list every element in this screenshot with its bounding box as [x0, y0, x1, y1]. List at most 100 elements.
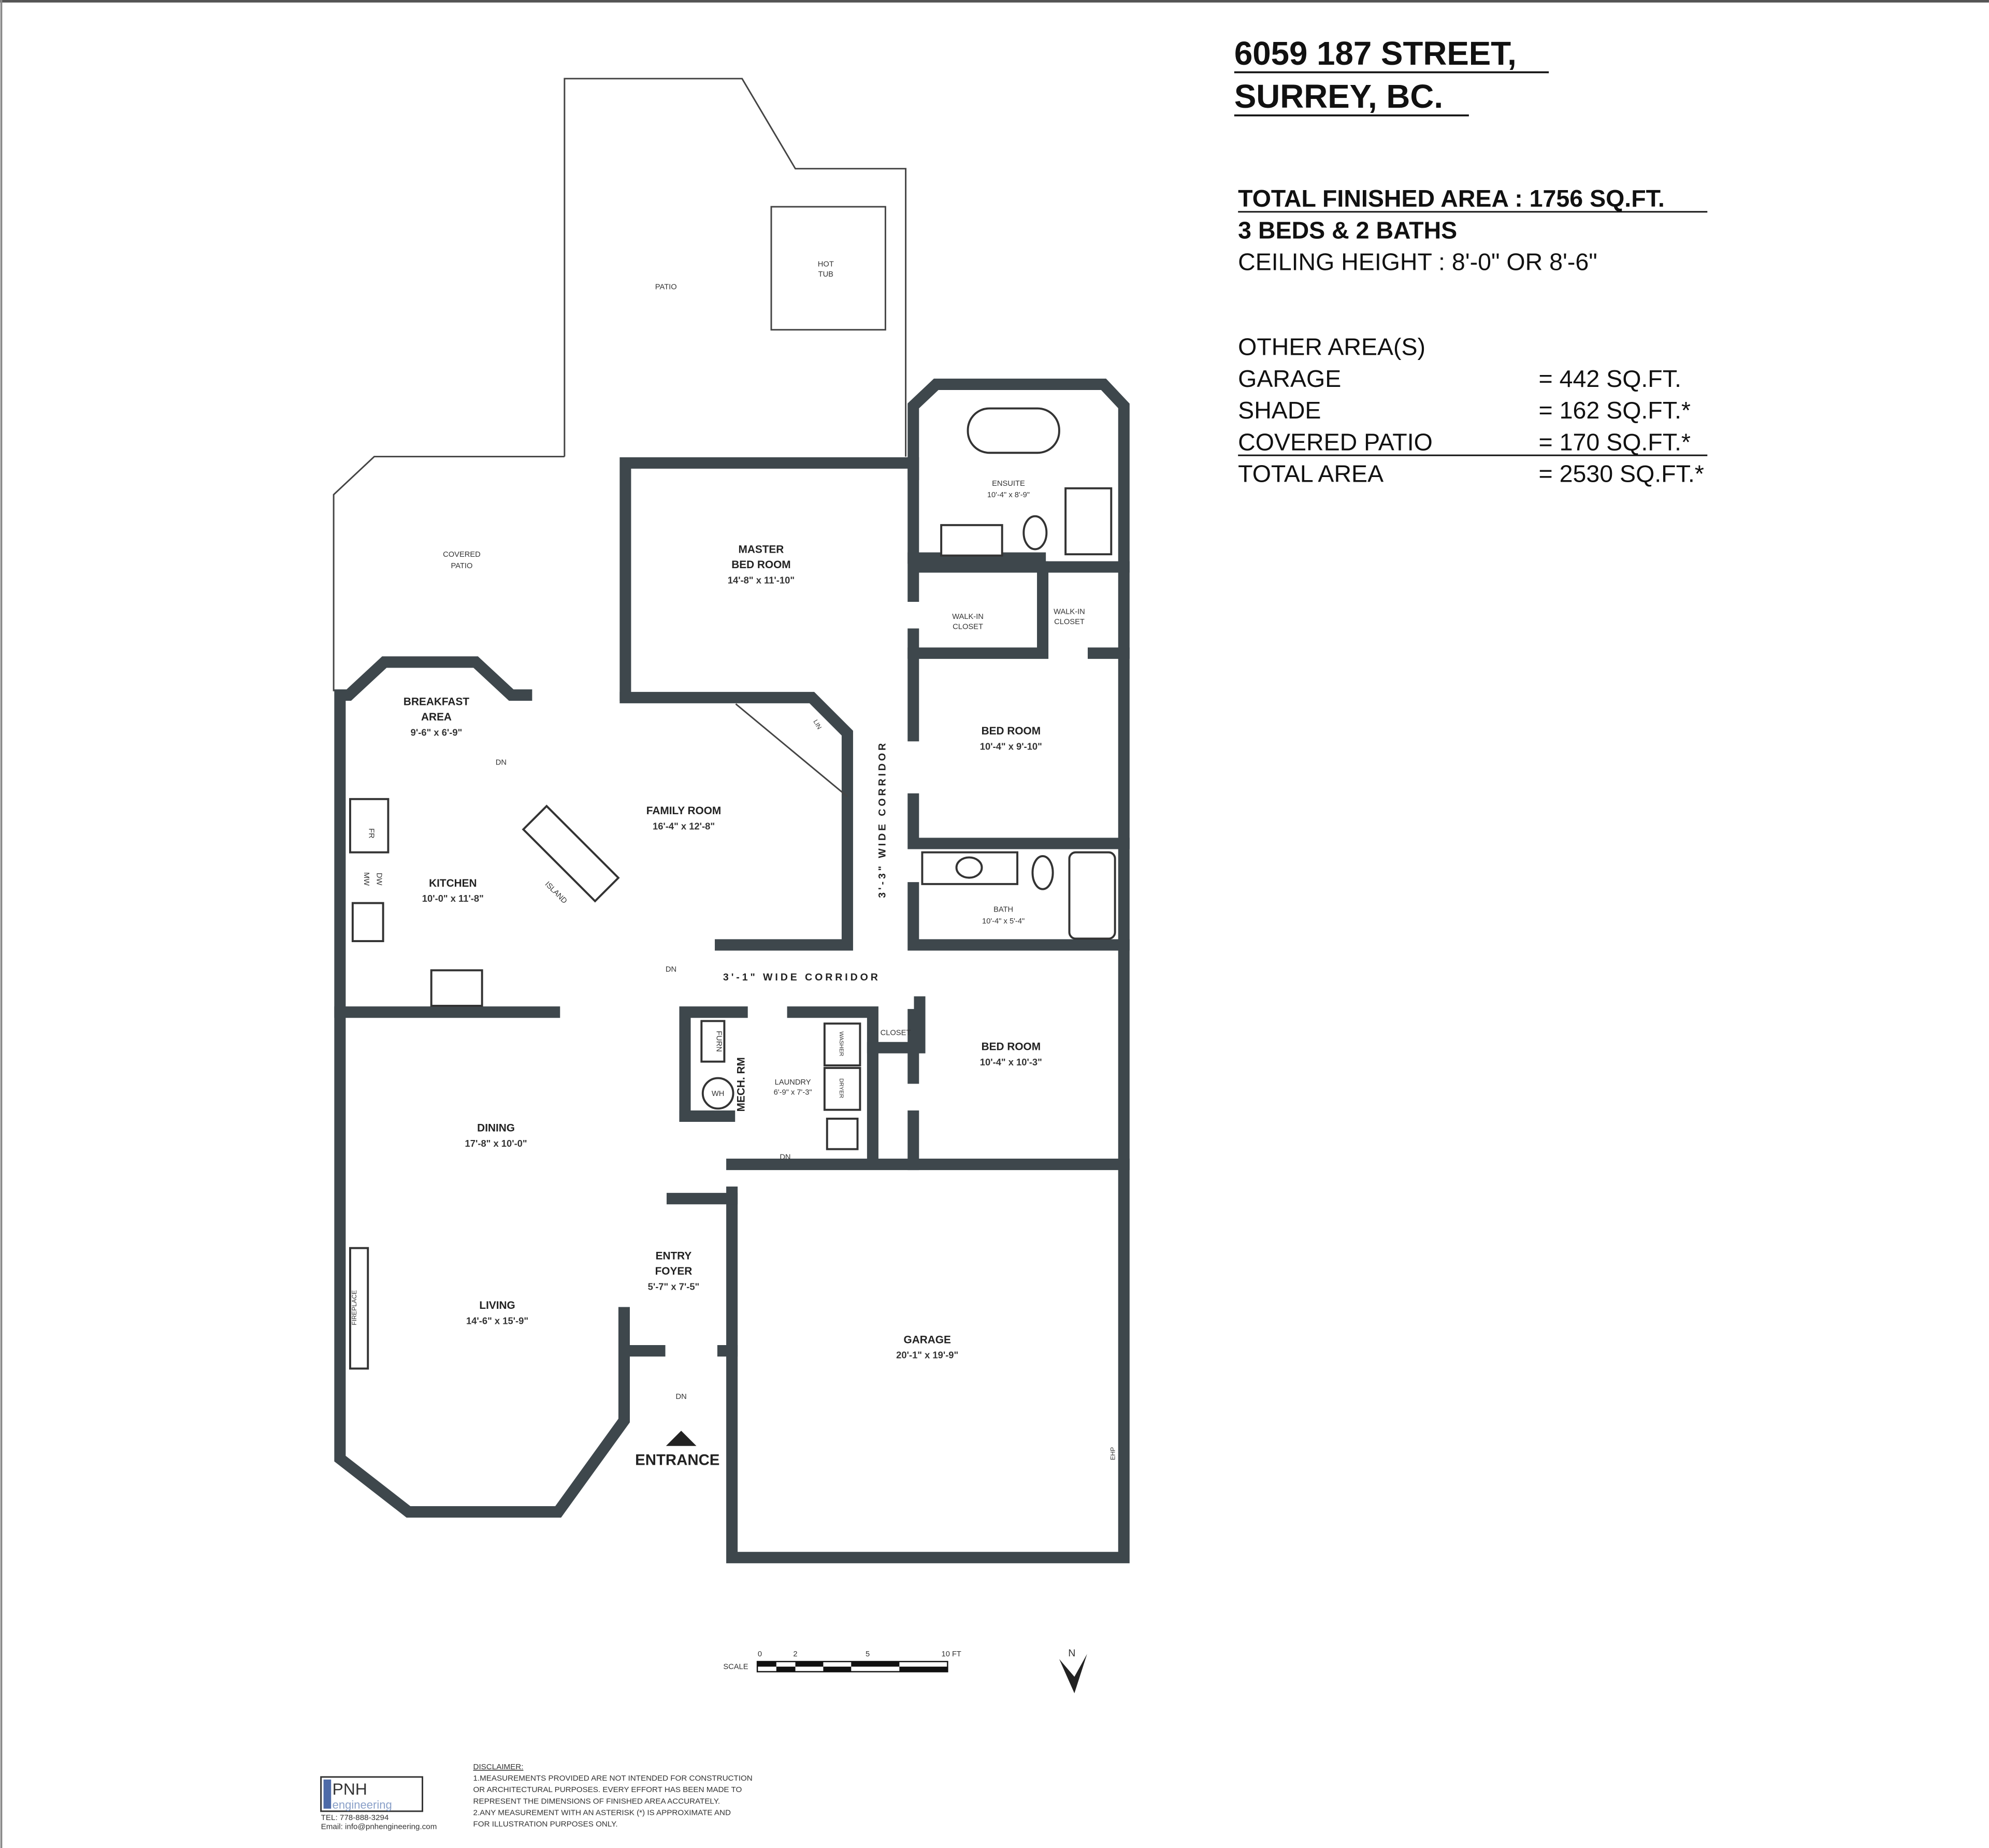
breakfast-label: AREA: [421, 711, 452, 723]
ehp-label: EHP: [1109, 1447, 1117, 1460]
ensuite-dim: 10'-4" x 8'-9": [987, 491, 1030, 499]
washer-label: WASHER: [838, 1031, 844, 1056]
bedroom-2-label: BED ROOM: [982, 725, 1041, 737]
down-label: DN: [676, 1393, 687, 1401]
breakfast-dim: 9'-6" x 6'-9": [411, 727, 463, 738]
linen-label: LIN: [812, 718, 823, 730]
foyer-dim: 5'-7" x 7'-5": [648, 1281, 700, 1292]
other-area-value: = 442 SQ.FT.: [1539, 365, 1681, 392]
area-summary: TOTAL FINISHED AREA : 1756 SQ.FT. 3 BEDS…: [1238, 185, 1708, 487]
family-room-dim: 16'-4" x 12'-8": [653, 821, 715, 832]
other-area-name: GARAGE: [1238, 365, 1341, 392]
north-arrow-icon: N: [1059, 1648, 1087, 1694]
living-dim: 14'-6" x 15'-9": [466, 1316, 528, 1326]
master-bedroom-dim: 14'-8" x 11'-10": [728, 574, 795, 585]
toilet: [1022, 515, 1048, 551]
disclaimer-line: OR ARCHITECTURAL PURPOSES. EVERY EFFORT …: [473, 1785, 742, 1794]
fixtures: [349, 407, 1116, 1370]
fireplace: [349, 1247, 369, 1370]
total-finished-area: TOTAL FINISHED AREA : 1756 SQ.FT.: [1238, 185, 1665, 212]
down-label: DN: [496, 759, 507, 767]
sink: [955, 856, 983, 879]
scale-tick: 5: [866, 1650, 870, 1658]
furnace-label: FURN: [715, 1031, 723, 1052]
water-heater-label: WH: [712, 1090, 724, 1098]
fridge-label: FR: [367, 828, 376, 839]
laundry-label: LAUNDRY: [775, 1078, 811, 1087]
covered-patio-label: COVERED: [443, 551, 481, 559]
disclaimer-line: 1.MEASUREMENTS PROVIDED ARE NOT INTENDED…: [473, 1774, 753, 1783]
bedroom-3-label: BED ROOM: [982, 1041, 1041, 1053]
bathtub: [967, 407, 1060, 454]
disclaimer-line: FOR ILLUSTRATION PURPOSES ONLY.: [473, 1820, 618, 1828]
disclaimer-title: DISCLAIMER:: [473, 1763, 524, 1771]
walkin-closet-label: WALK-IN: [952, 613, 984, 621]
other-area-name: TOTAL AREA: [1238, 460, 1383, 487]
bath-dim: 10'-4" x 5'-4": [982, 917, 1025, 926]
scale-bar: SCALE 0 2 5 10 FT: [723, 1650, 961, 1672]
address-line-1: 6059 187 STREET,: [1234, 35, 1517, 72]
scale-tick: 2: [793, 1650, 797, 1658]
down-label: DN: [666, 965, 676, 974]
dining-dim: 17'-8" x 10'-0": [465, 1138, 527, 1149]
shower: [1064, 487, 1113, 556]
address-line-2: SURREY, BC.: [1234, 78, 1443, 115]
scale-tick: 10 FT: [942, 1650, 961, 1658]
sink: [351, 902, 384, 943]
ceiling-height: CEILING HEIGHT : 8'-0" OR 8'-6": [1238, 249, 1597, 276]
dishwasher-label: DW: [374, 873, 383, 886]
microwave-label: MW: [362, 872, 370, 886]
dining-label: DINING: [477, 1122, 515, 1134]
company-logo: PNH engineering TEL: 778-888-3294 Email:…: [320, 1776, 437, 1831]
other-areas-heading: OTHER AREA(S): [1238, 334, 1425, 360]
other-area-name: SHADE: [1238, 397, 1321, 424]
water-heater: [701, 1077, 734, 1110]
other-area-value: = 162 SQ.FT.*: [1539, 397, 1691, 424]
other-area-value: = 170 SQ.FT.*: [1539, 428, 1691, 455]
hot-tub-label: TUB: [818, 270, 834, 279]
laundry-sink: [826, 1117, 859, 1150]
logo-text: PNH: [333, 1780, 367, 1798]
entrance-label: ENTRANCE: [635, 1451, 719, 1468]
covered-patio-label: PATIO: [451, 562, 473, 570]
vanity: [940, 524, 1003, 557]
hot-tub: [770, 206, 886, 331]
kitchen-dim: 10'-0" x 11'-8": [422, 893, 484, 904]
beds-baths: 3 BEDS & 2 BATHS: [1238, 216, 1457, 243]
toilet: [1031, 855, 1054, 890]
hot-tub-label: HOT: [818, 260, 834, 268]
bedroom-2-dim: 10'-4" x 9'-10": [980, 741, 1042, 752]
disclaimer: DISCLAIMER: 1.MEASUREMENTS PROVIDED ARE …: [473, 1763, 753, 1828]
breakfast-label: BREAKFAST: [403, 696, 469, 708]
room-labels: PATIO HOT TUB COVERED PATIO MASTER BED R…: [351, 260, 1116, 1468]
bedroom-3-dim: 10'-4" x 10'-3": [980, 1057, 1042, 1067]
patio-outline: [333, 78, 907, 691]
other-area-name: COVERED PATIO: [1238, 428, 1433, 455]
foyer-label: FOYER: [655, 1265, 693, 1277]
living-label: LIVING: [479, 1300, 515, 1311]
dryer-label: DRYER: [838, 1078, 844, 1098]
master-bedroom-label: BED ROOM: [731, 559, 790, 571]
logo-text: engineering: [333, 1798, 392, 1811]
mech-room-label: MECH. RM: [736, 1057, 747, 1111]
other-area-value: = 2530 SQ.FT.*: [1539, 460, 1704, 487]
logo-phone: TEL: 778-888-3294: [321, 1813, 389, 1822]
garage-dim: 20'-1" x 19'-9": [896, 1350, 958, 1361]
scale-tick: 0: [758, 1650, 762, 1658]
furnace: [700, 1020, 726, 1063]
scale-label: SCALE: [723, 1663, 748, 1671]
island-label: ISLAND: [543, 880, 569, 905]
fireplace-label: FIREPLACE: [351, 1290, 358, 1325]
disclaimer-line: 2.ANY MEASUREMENT WITH AN ASTERISK (*) I…: [473, 1808, 731, 1817]
family-room-label: FAMILY ROOM: [646, 805, 721, 817]
entrance-arrow-icon: [666, 1431, 697, 1446]
walkin-closet-label: WALK-IN: [1054, 608, 1085, 616]
washer: [823, 1022, 861, 1067]
fridge: [349, 798, 390, 854]
dryer: [823, 1066, 861, 1111]
horizontal-corridor-label: 3'-1" WIDE CORRIDOR: [723, 972, 881, 983]
patio-label: PATIO: [655, 283, 677, 291]
kitchen-label: KITCHEN: [429, 877, 477, 889]
walkin-closet-label: CLOSET: [953, 623, 983, 631]
